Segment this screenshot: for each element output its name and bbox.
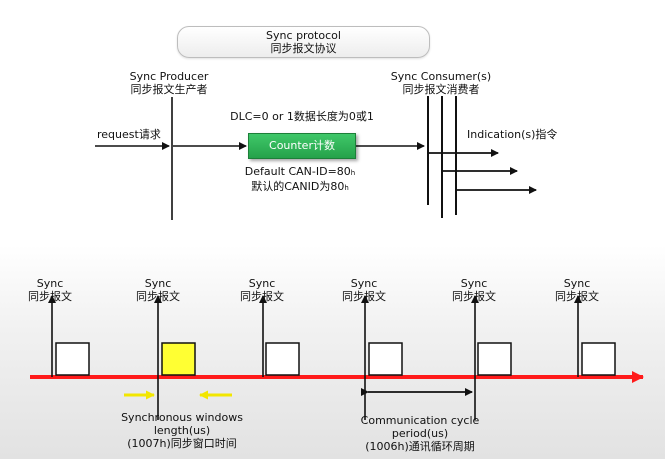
comm-cycle-label-line-3: (1006h)通讯循环周期 bbox=[365, 440, 475, 453]
sync-label-1-line-2: 同步报文 bbox=[28, 290, 72, 303]
default-can-id-text: Default CAN-ID=80 bbox=[244, 165, 351, 178]
pdo-box-1 bbox=[55, 342, 90, 376]
sync-label-4: Sync 同步报文 bbox=[342, 277, 386, 303]
sync-window-label-line-2: length(us) bbox=[153, 424, 211, 437]
default-can-id-label: Default CAN-ID=80h 默认的CANID为80h bbox=[245, 165, 355, 195]
title-text: Sync protocol 同步报文协议 bbox=[266, 29, 341, 55]
consumer-label-line-1: Sync Consumer(s) bbox=[390, 70, 492, 83]
request-label: request请求 bbox=[97, 128, 161, 141]
counter-box: Counter计数 bbox=[248, 133, 356, 159]
sync-label-1: Sync 同步报文 bbox=[28, 277, 72, 303]
default-canid-cn-text: 默认的CANID为80 bbox=[251, 180, 345, 193]
sync-window-box bbox=[161, 342, 196, 376]
sync-window-label-line-3: (1007h)同步窗口时间 bbox=[127, 437, 237, 450]
indication-label: Indication(s)指令 bbox=[467, 128, 558, 141]
pdo-box-5 bbox=[477, 342, 512, 376]
title-line-2: 同步报文协议 bbox=[270, 42, 337, 55]
hex-suffix-1: h bbox=[350, 169, 356, 177]
sync-label-6-line-2: 同步报文 bbox=[555, 290, 599, 303]
sync-label-2-line-2: 同步报文 bbox=[136, 290, 180, 303]
sync-label-3-line-2: 同步报文 bbox=[240, 290, 284, 303]
default-can-id-line-2: 默认的CANID为80h bbox=[245, 180, 355, 195]
comm-cycle-label-line-1: Communication cycle bbox=[360, 414, 480, 427]
sync-label-5-line-2: 同步报文 bbox=[452, 290, 496, 303]
sync-label-4-line-1: Sync bbox=[350, 277, 378, 290]
sync-window-label-line-1: Synchronous windows bbox=[121, 411, 243, 424]
sync-label-2-line-1: Sync bbox=[144, 277, 172, 290]
comm-cycle-label-line-2: period(us) bbox=[391, 427, 449, 440]
sync-label-2: Sync 同步报文 bbox=[136, 277, 180, 303]
consumer-label-line-2: 同步报文消费者 bbox=[402, 83, 480, 96]
sync-label-3: Sync 同步报文 bbox=[240, 277, 284, 303]
sync-window-label: Synchronous windows length(us) (1007h)同步… bbox=[121, 411, 243, 450]
sync-label-1-line-1: Sync bbox=[36, 277, 64, 290]
comm-cycle-label: Communication cycle period(us) (1006h)通讯… bbox=[361, 414, 480, 453]
pdo-box-6 bbox=[581, 342, 616, 376]
sync-label-6: Sync 同步报文 bbox=[555, 277, 599, 303]
consumer-label: Sync Consumer(s) 同步报文消费者 bbox=[391, 70, 491, 96]
sync-label-3-line-1: Sync bbox=[248, 277, 276, 290]
hex-suffix-2: h bbox=[344, 184, 349, 192]
sync-label-5-line-1: Sync bbox=[460, 277, 488, 290]
sync-label-4-line-2: 同步报文 bbox=[342, 290, 386, 303]
producer-label-line-1: Sync Producer bbox=[129, 70, 209, 83]
sync-label-6-line-1: Sync bbox=[563, 277, 591, 290]
sync-label-5: Sync 同步报文 bbox=[452, 277, 496, 303]
title-box: Sync protocol 同步报文协议 bbox=[177, 26, 430, 58]
default-can-id-line-1: Default CAN-ID=80h bbox=[245, 165, 355, 180]
producer-label: Sync Producer 同步报文生产者 bbox=[130, 70, 209, 96]
pdo-box-4 bbox=[368, 342, 403, 376]
dlc-label: DLC=0 or 1数据长度为0或1 bbox=[230, 110, 374, 123]
producer-label-line-2: 同步报文生产者 bbox=[130, 83, 208, 96]
pdo-box-3 bbox=[265, 342, 300, 376]
title-line-1: Sync protocol bbox=[266, 29, 341, 42]
counter-label: Counter计数 bbox=[269, 139, 335, 152]
